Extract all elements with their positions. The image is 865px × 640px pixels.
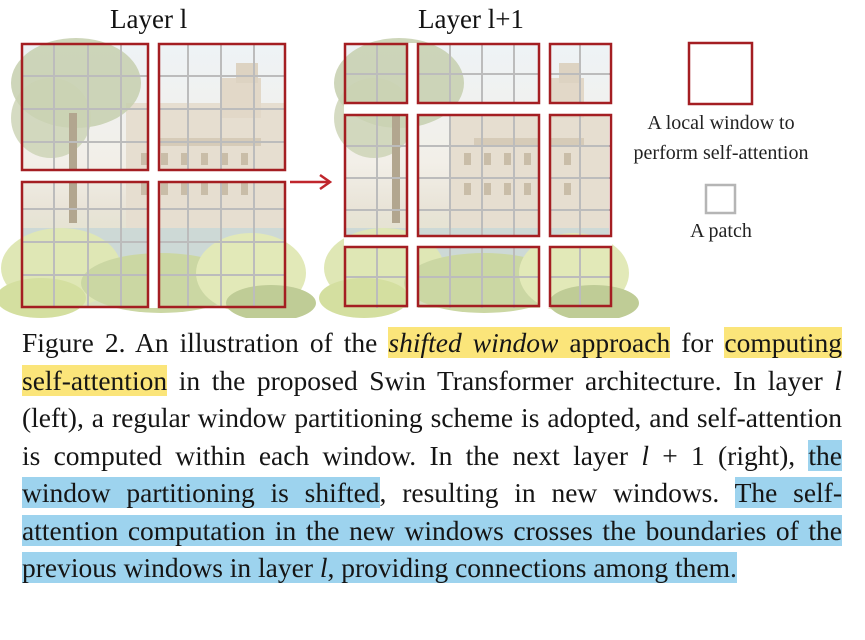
window — [343, 42, 409, 105]
layer-l-title: Layer l — [110, 4, 188, 34]
legend-patch-label: A patch — [690, 220, 752, 242]
window — [343, 245, 409, 308]
layer-l-plus-1-title: Layer l+1 — [418, 4, 524, 34]
window — [20, 42, 150, 172]
window — [416, 42, 541, 105]
caption-math-l: l — [319, 552, 328, 583]
window — [416, 245, 541, 308]
legend-window-label-line2: perform self-attention — [633, 142, 809, 164]
caption-highlight-connections: , providing connections among them. — [327, 552, 737, 583]
legend-window-swatch — [687, 41, 754, 106]
caption-text: + 1 (right), — [648, 439, 809, 471]
layer-l-plus-1-diagram — [319, 38, 639, 321]
layer-l-plus-1-windows — [343, 42, 613, 308]
caption-text: for — [670, 327, 725, 358]
window — [416, 113, 541, 238]
layer-l-windows — [20, 42, 287, 309]
caption-math-l: l — [641, 439, 649, 471]
caption-text: Figure 2. An illustration of the — [22, 327, 389, 358]
legend-patch-swatch — [704, 183, 737, 215]
window — [157, 42, 287, 172]
window — [343, 113, 409, 238]
window — [548, 42, 613, 105]
figure-panel: Layer l Layer l+1 A local window to perf… — [0, 0, 865, 321]
layer-l-plus-1-patch-grid — [344, 43, 612, 308]
figure-caption: Figure 2. An illustration of the shifted… — [22, 324, 842, 587]
caption-text: (left), a regular window partitioning sc… — [22, 402, 842, 471]
window — [548, 245, 613, 308]
figure-illustration — [0, 38, 754, 321]
caption-text: in the proposed Swin Transformer archite… — [167, 364, 835, 396]
caption-highlight-shifted-window: shifted window — [388, 327, 559, 358]
window — [548, 113, 613, 238]
caption-highlight-approach: approach — [558, 327, 671, 358]
window — [157, 180, 287, 309]
window — [20, 180, 150, 309]
legend-window-label-line1: A local window to — [647, 112, 795, 134]
caption-math-l: l — [834, 364, 842, 396]
arrow-icon — [290, 173, 333, 191]
legend-window-label: A local window to perform self-attention — [612, 108, 830, 168]
layer-l-diagram — [0, 38, 316, 321]
caption-text: , resulting in new windows. — [379, 477, 735, 508]
